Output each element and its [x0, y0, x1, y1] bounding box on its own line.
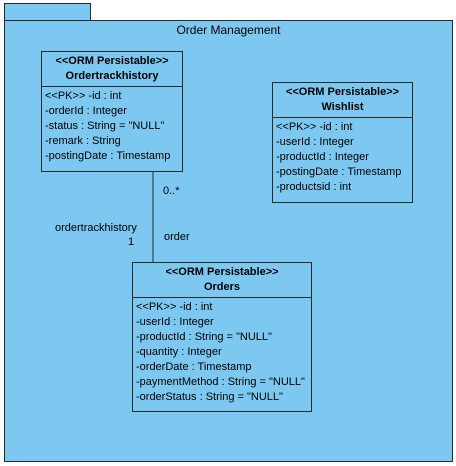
attribute[interactable]: -userId : Integer — [276, 136, 354, 148]
package-title: Order Management — [176, 23, 281, 37]
attribute[interactable]: -orderId : Integer — [45, 105, 127, 117]
attribute[interactable]: -productsid : int — [276, 181, 352, 193]
class-orders[interactable]: <<ORM Persistable>> Orders <<PK>> -id : … — [132, 262, 312, 412]
class-stereotype: <<ORM Persistable>> — [165, 266, 279, 278]
class-name: Ordertrackhistory — [65, 70, 159, 82]
attribute[interactable]: -status : String = "NULL" — [45, 120, 165, 132]
class-stereotype: <<ORM Persistable>> — [285, 86, 400, 98]
attribute[interactable]: <<PK>> -id : int — [45, 90, 122, 102]
class-name: Wishlist — [321, 101, 364, 113]
class-header: <<ORM Persistable>> Wishlist — [273, 83, 412, 118]
attribute[interactable]: -orderStatus : String = "NULL" — [136, 391, 283, 403]
class-attributes: <<PK>> -id : int -userId : Integer -prod… — [133, 298, 311, 407]
attribute[interactable]: -paymentMethod : String = "NULL" — [136, 376, 305, 388]
attribute[interactable]: -postingDate : Timestamp — [45, 150, 171, 162]
class-wishlist[interactable]: <<ORM Persistable>> Wishlist <<PK>> -id … — [272, 82, 413, 203]
multiplicity-top: 0..* — [163, 185, 180, 197]
attribute[interactable]: -userId : Integer — [136, 316, 214, 328]
attribute[interactable]: -productId : String = "NULL" — [136, 331, 272, 343]
attribute[interactable]: <<PK>> -id : int — [276, 121, 353, 133]
class-header: <<ORM Persistable>> Ordertrackhistory — [42, 52, 182, 87]
multiplicity-bottom: 1 — [128, 236, 135, 248]
class-stereotype: <<ORM Persistable>> — [55, 55, 169, 67]
attribute[interactable]: <<PK>> -id : int — [136, 301, 213, 313]
class-name: Orders — [203, 281, 241, 293]
attribute[interactable]: -quantity : Integer — [136, 346, 222, 358]
attribute[interactable]: -orderDate : Timestamp — [136, 361, 252, 373]
attribute[interactable]: -postingDate : Timestamp — [276, 166, 402, 178]
class-attributes: <<PK>> -id : int -orderId : Integer -sta… — [42, 87, 182, 166]
role-label-right: order — [164, 231, 190, 243]
attribute[interactable]: -productId : Integer — [276, 151, 369, 163]
role-label-left: ordertrackhistory — [55, 222, 137, 234]
class-header: <<ORM Persistable>> Orders — [133, 263, 311, 298]
attribute[interactable]: -remark : String — [45, 135, 121, 147]
class-attributes: <<PK>> -id : int -userId : Integer -prod… — [273, 118, 412, 197]
class-ordertrackhistory[interactable]: <<ORM Persistable>> Ordertrackhistory <<… — [41, 51, 183, 172]
